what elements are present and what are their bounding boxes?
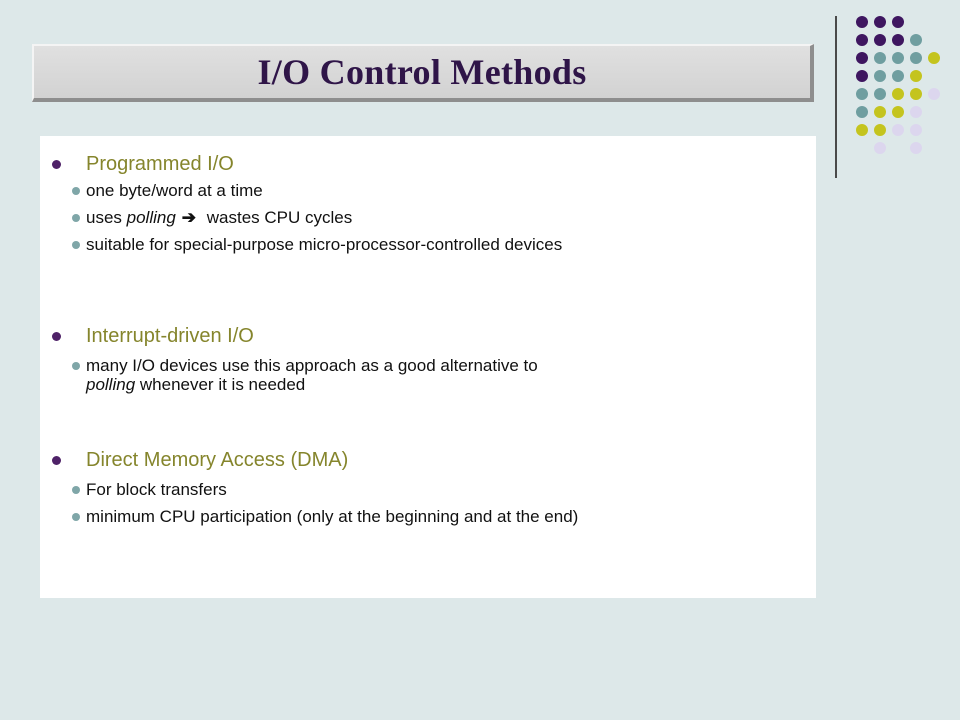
- decorative-dot: [910, 34, 922, 46]
- sub-list: one byte/word at a time uses polling ➔ wa…: [72, 181, 806, 254]
- decorative-dot: [892, 16, 904, 28]
- decorative-dot: [856, 88, 868, 100]
- bullet-icon: [72, 362, 80, 370]
- decorative-dot: [874, 124, 886, 136]
- decorative-dot: [856, 52, 868, 64]
- decorative-dot: [856, 16, 868, 28]
- bullet-icon: [72, 214, 80, 222]
- decorative-dot: [874, 52, 886, 64]
- decorative-dot: [892, 34, 904, 46]
- decorative-dot: [856, 70, 868, 82]
- list-item: many I/O devices use this approach as a …: [72, 356, 806, 394]
- decorative-dot: [910, 52, 922, 64]
- decorative-dot: [928, 88, 940, 100]
- bullet-icon: [52, 332, 61, 341]
- content-box: Programmed I/O one byte/word at a time u…: [40, 136, 816, 598]
- decorative-dot: [874, 88, 886, 100]
- bullet-icon: [52, 456, 61, 465]
- decorative-dot: [874, 34, 886, 46]
- bullet-icon: [72, 241, 80, 249]
- section-heading: Interrupt-driven I/O: [52, 324, 806, 348]
- list-item: uses polling ➔ wastes CPU cycles: [72, 208, 806, 227]
- section-heading-text: Interrupt-driven I/O: [86, 325, 254, 347]
- decorative-dot: [910, 88, 922, 100]
- decorative-dot: [910, 124, 922, 136]
- list-item-text: one byte/word at a time: [86, 181, 263, 200]
- section-heading: Direct Memory Access (DMA): [52, 448, 806, 472]
- decorative-dot: [874, 70, 886, 82]
- decorative-dot: [910, 70, 922, 82]
- bullet-icon: [52, 160, 61, 169]
- section-heading: Programmed I/O: [52, 152, 806, 176]
- decorative-dot: [910, 142, 922, 154]
- list-item-suffix: wastes CPU cycles: [202, 208, 353, 227]
- list-item: For block transfers: [72, 480, 806, 499]
- decorative-dot: [892, 88, 904, 100]
- decorative-dot: [892, 124, 904, 136]
- list-item-text: suitable for special-purpose micro-proce…: [86, 235, 563, 254]
- decorative-dot: [874, 16, 886, 28]
- decorative-dot: [874, 106, 886, 118]
- decorative-dot: [856, 34, 868, 46]
- list-item: suitable for special-purpose micro-proce…: [72, 235, 806, 254]
- decorative-dot: [856, 124, 868, 136]
- bullet-icon: [72, 187, 80, 195]
- section-heading-text: Direct Memory Access (DMA): [86, 449, 349, 471]
- section-dma: Direct Memory Access (DMA) For block tra…: [52, 448, 806, 526]
- list-item-text: many I/O devices use this approach as a …: [86, 356, 538, 375]
- decorative-dot: [892, 70, 904, 82]
- sub-list: For block transfers minimum CPU particip…: [72, 480, 806, 526]
- decorative-dot: [856, 106, 868, 118]
- list-item-text: For block transfers: [86, 480, 227, 499]
- decorative-dot: [910, 106, 922, 118]
- decorative-dot: [892, 52, 904, 64]
- decorative-dot: [892, 106, 904, 118]
- section-heading-text: Programmed I/O: [86, 153, 234, 175]
- bullet-icon: [72, 513, 80, 521]
- slide-title: I/O Control Methods: [257, 52, 587, 92]
- arrow-right-icon: ➔: [181, 208, 197, 227]
- decorative-dot: [874, 142, 886, 154]
- decorative-dot-grid: [848, 12, 948, 162]
- list-item: one byte/word at a time: [72, 181, 806, 200]
- title-bar: I/O Control Methods: [32, 44, 814, 102]
- list-item-emphasis: polling: [86, 375, 136, 394]
- section-interrupt-driven-io: Interrupt-driven I/O many I/O devices us…: [52, 324, 806, 394]
- list-item: minimum CPU participation (only at the b…: [72, 507, 806, 526]
- section-programmed-io: Programmed I/O one byte/word at a time u…: [52, 152, 806, 254]
- list-item-emphasis: polling: [126, 208, 176, 227]
- decorative-divider: [835, 16, 837, 178]
- decorative-dot: [928, 52, 940, 64]
- list-item-prefix: uses: [86, 208, 127, 227]
- list-item-suffix: whenever it is needed: [135, 375, 306, 394]
- sub-list: many I/O devices use this approach as a …: [72, 356, 806, 394]
- list-item-text: minimum CPU participation (only at the b…: [86, 507, 579, 526]
- bullet-icon: [72, 486, 80, 494]
